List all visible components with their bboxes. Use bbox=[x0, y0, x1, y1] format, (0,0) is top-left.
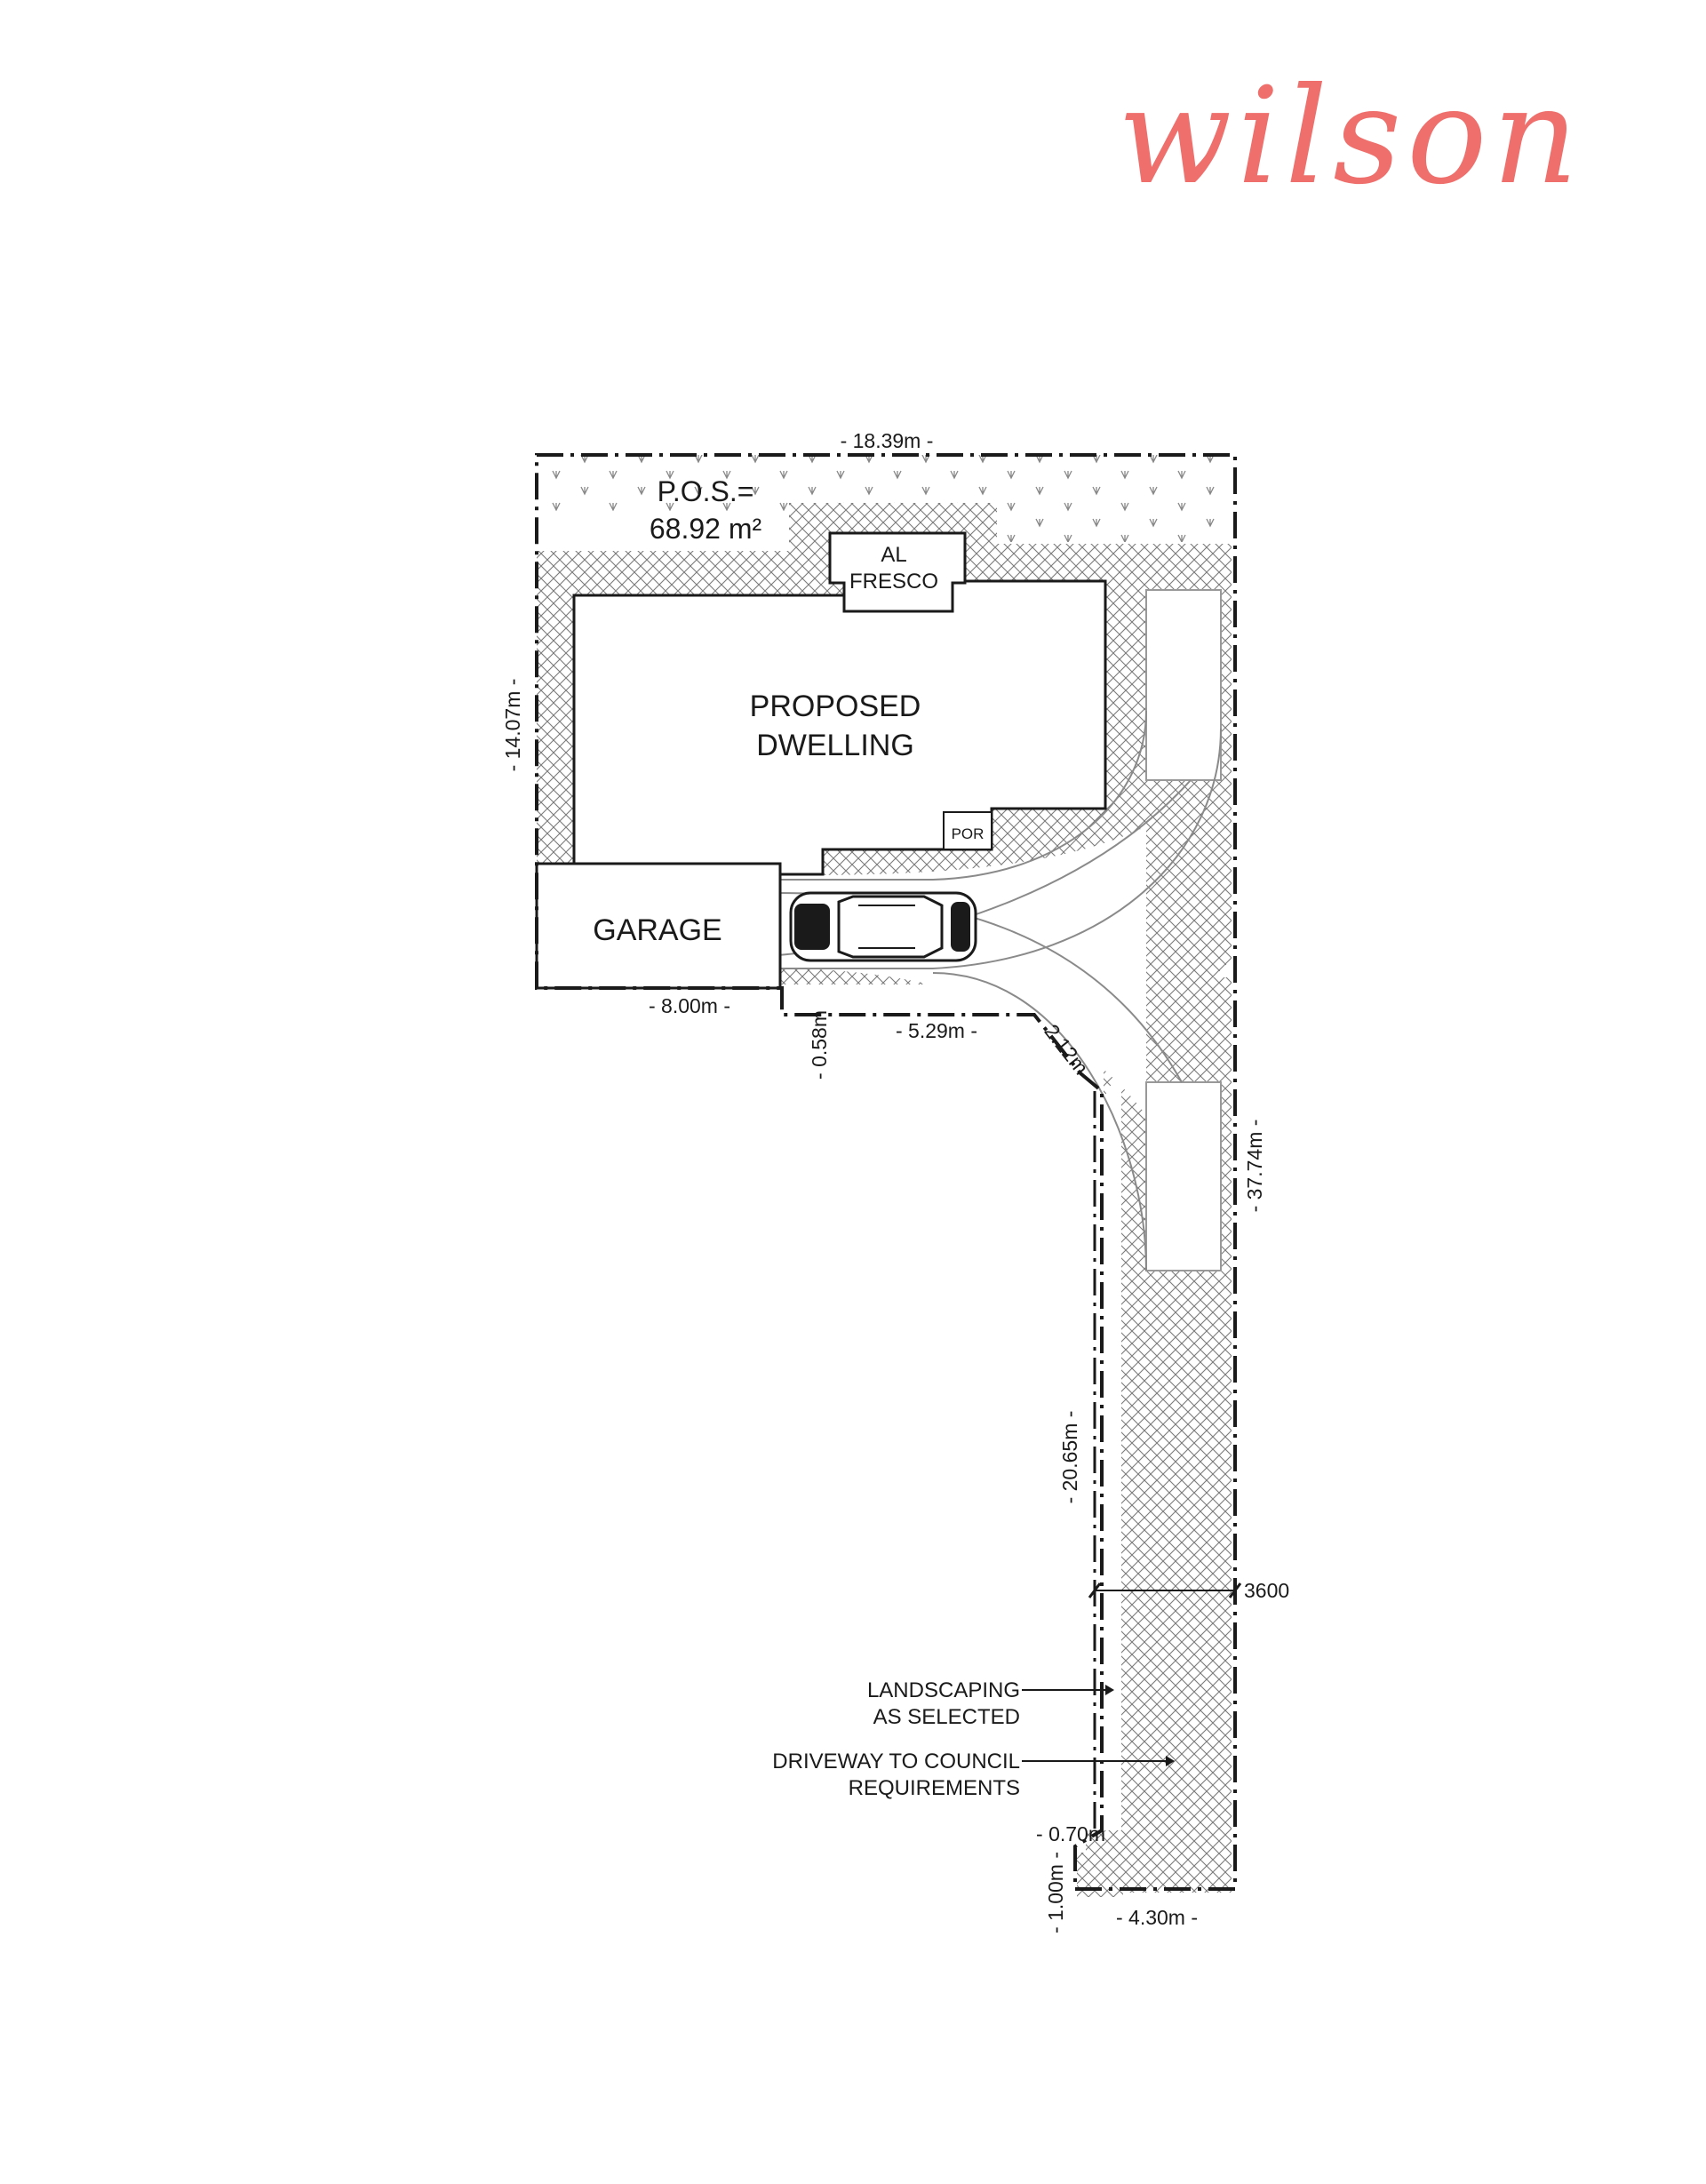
dim-front-segment: - 5.29m - bbox=[896, 1019, 977, 1042]
garage-label: GARAGE bbox=[593, 913, 721, 947]
dim-top-width: - 18.39m - bbox=[841, 429, 934, 452]
porch-label: POR bbox=[952, 825, 985, 842]
note-driveway-line1: DRIVEWAY TO COUNCIL bbox=[772, 1750, 1020, 1774]
alfresco-label-line1: AL bbox=[881, 543, 906, 567]
note-driveway-line2: REQUIREMENTS bbox=[849, 1776, 1020, 1800]
alfresco-label-line2: FRESCO bbox=[849, 570, 938, 594]
dim-garage-width: - 8.00m - bbox=[649, 994, 730, 1017]
dim-bottom-width: - 4.30m - bbox=[1116, 1906, 1198, 1929]
turning-bay-lower bbox=[1145, 1081, 1222, 1271]
pos-label-line1: P.O.S.= bbox=[658, 475, 754, 507]
note-landscaping-line2: AS SELECTED bbox=[873, 1705, 1020, 1729]
wilson-logo: wilson bbox=[1118, 60, 1583, 214]
dim-bottom-drop: - 1.00m - bbox=[1044, 1852, 1067, 1933]
note-landscaping-line1: LANDSCAPING bbox=[867, 1678, 1020, 1702]
lot-boundary bbox=[535, 453, 1237, 1891]
dim-right-length: - 37.74m - bbox=[1243, 1120, 1266, 1213]
dwelling-label-line2: DWELLING bbox=[756, 729, 914, 762]
pos-label-line2: 68.92 m² bbox=[650, 513, 762, 545]
dim-stem-length: - 20.65m - bbox=[1058, 1411, 1081, 1504]
dim-bottom-offset: - 0.70m bbox=[1036, 1822, 1105, 1845]
turning-bay-upper bbox=[1145, 589, 1222, 781]
porch bbox=[943, 811, 993, 850]
garage bbox=[535, 862, 782, 990]
dim-left-depth: - 14.07m - bbox=[501, 679, 524, 772]
alfresco bbox=[828, 531, 967, 613]
dim-setback-small: - 0.58m bbox=[808, 1010, 831, 1080]
dwelling-label-line1: PROPOSED bbox=[750, 689, 921, 723]
dim-driveway-width: 3600 bbox=[1244, 1579, 1289, 1602]
car-icon bbox=[789, 891, 977, 962]
